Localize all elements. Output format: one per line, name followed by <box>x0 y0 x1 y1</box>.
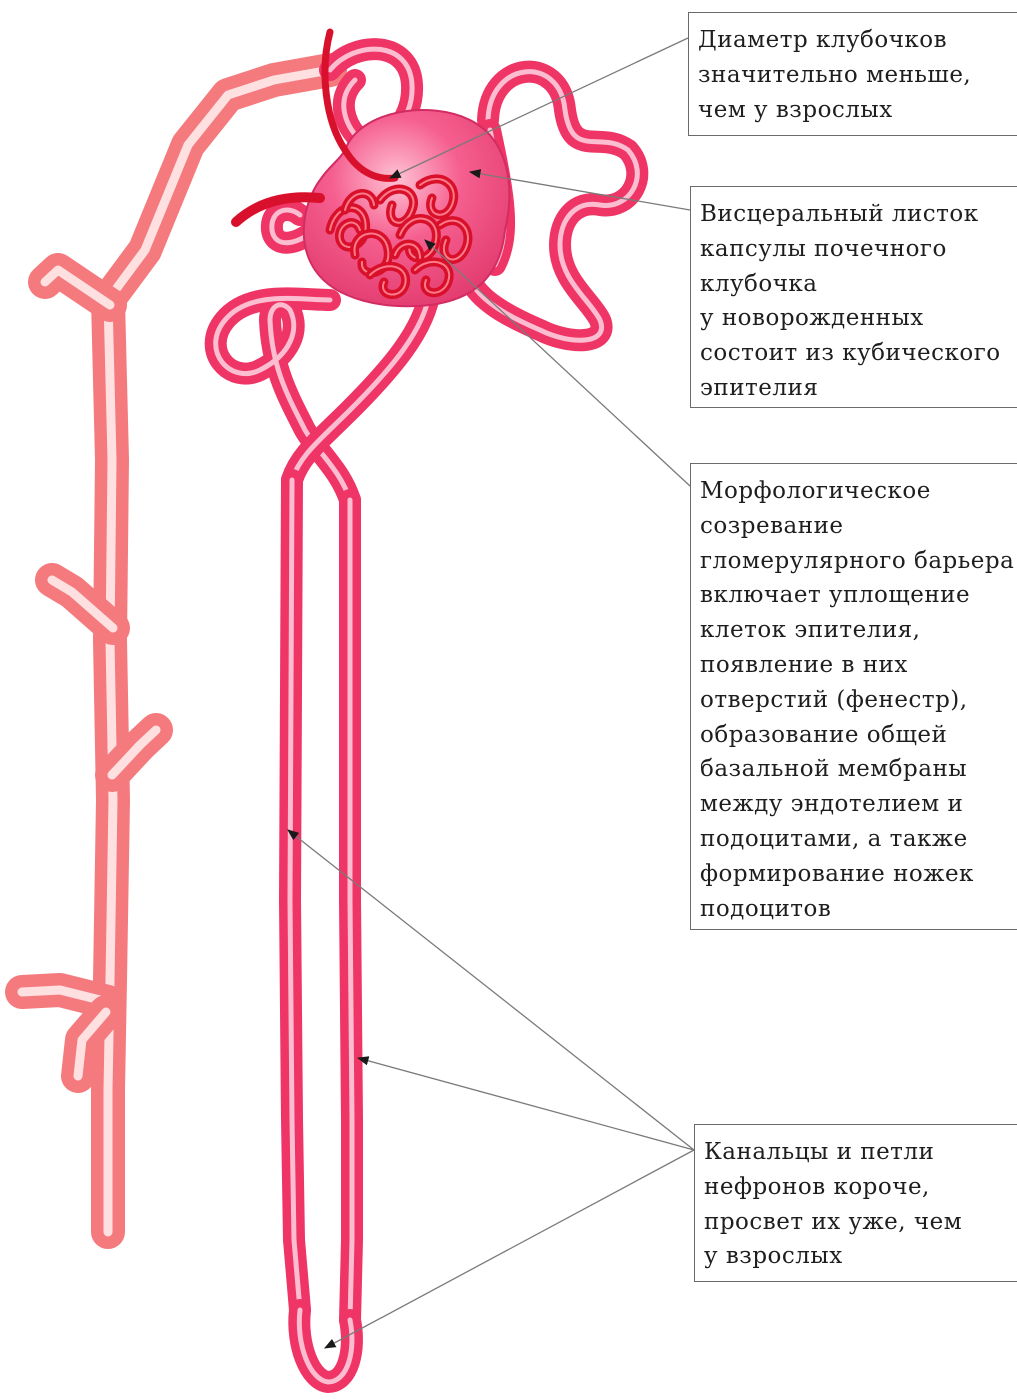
callout-line: Диаметр клубочков <box>698 23 1010 58</box>
callout-line: отверстий (фенестр), <box>700 683 1009 718</box>
callout-line: между эндотелием и <box>700 787 1009 822</box>
callout-line: клубочка <box>700 267 1009 302</box>
callout-barrier-maturation: Морфологическое созревание гломерулярног… <box>690 463 1017 930</box>
callout-line: капсулы почечного <box>700 232 1009 267</box>
callout-line: созревание <box>700 509 1009 544</box>
callout-line: Морфологическое <box>700 474 1009 509</box>
callout-line: эпителия <box>700 371 1009 406</box>
callout-line: просвет их уже, чем <box>704 1205 1009 1240</box>
leader-line-4c <box>325 1150 694 1348</box>
callout-line: подоцитами, а также <box>700 822 1009 857</box>
callout-line: у взрослых <box>704 1239 1009 1274</box>
callout-line: подоцитов <box>700 892 1009 927</box>
callout-line: появление в них <box>700 648 1009 683</box>
callout-line: значительно меньше, <box>698 58 1010 93</box>
callout-line: Канальцы и петли <box>704 1135 1009 1170</box>
callout-line: Висцеральный листок <box>700 197 1009 232</box>
callout-line: включает уплощение <box>700 578 1009 613</box>
callout-line: клеток эпителия, <box>700 613 1009 648</box>
callout-tubules-loops: Канальцы и петли нефронов короче, просве… <box>694 1124 1017 1282</box>
callout-line: состоит из кубического <box>700 336 1009 371</box>
callout-line: гломерулярного барьера <box>700 544 1009 579</box>
callout-glomerulus-diameter: Диаметр клубочков значительно меньше, че… <box>688 12 1017 136</box>
callout-line: образование общей <box>700 718 1009 753</box>
callout-line: нефронов короче, <box>704 1170 1009 1205</box>
tube-highlight <box>350 500 352 1320</box>
callout-visceral-layer: Висцеральный листок капсулы почечного кл… <box>690 186 1017 408</box>
callout-line: базальной мембраны <box>700 752 1009 787</box>
leader-line-4b <box>358 1058 694 1150</box>
callout-line: формирование ножек <box>700 857 1009 892</box>
callout-line: чем у взрослых <box>698 93 1010 128</box>
callout-line: у новорожденных <box>700 301 1009 336</box>
